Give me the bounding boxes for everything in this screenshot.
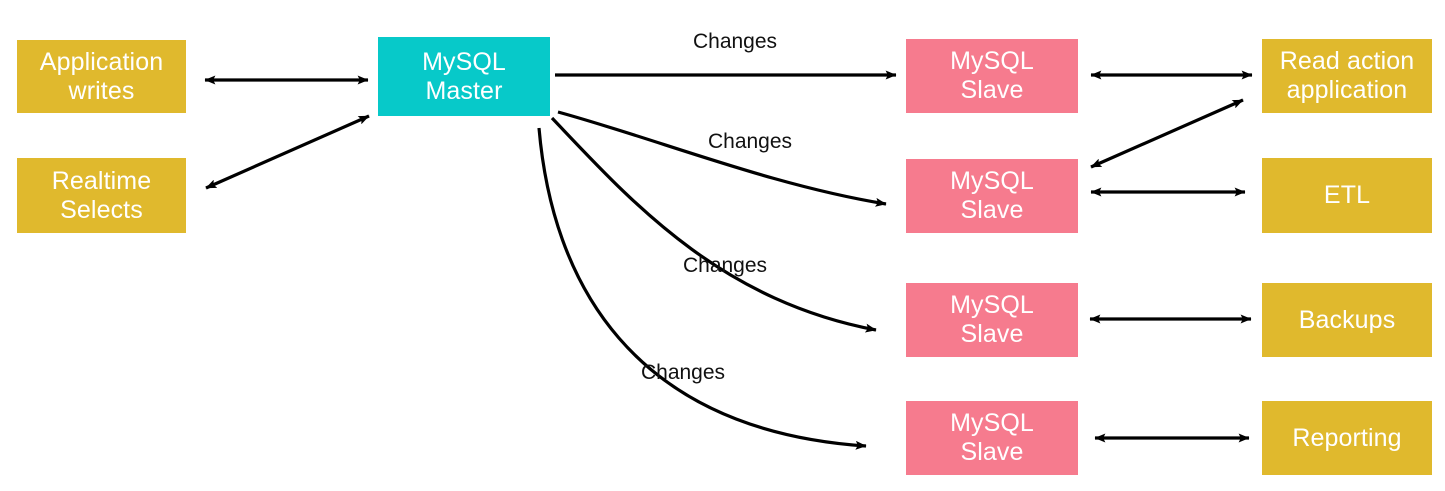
edge-slave-2-to-read-action xyxy=(1090,98,1244,169)
edge-label-changes-1: Changes xyxy=(692,30,778,53)
node-mysql-master[interactable]: MySQL Master xyxy=(378,37,550,116)
edge-master-to-slave-2 xyxy=(557,110,887,207)
edge-label-changes-4: Changes xyxy=(640,361,726,384)
node-application-writes[interactable]: Application writes xyxy=(17,40,186,113)
node-etl[interactable]: ETL xyxy=(1262,158,1432,233)
node-reporting[interactable]: Reporting xyxy=(1262,401,1432,475)
node-backups[interactable]: Backups xyxy=(1262,283,1432,357)
edge-master-to-slave-4 xyxy=(537,127,867,450)
node-mysql-slave-3[interactable]: MySQL Slave xyxy=(906,283,1078,357)
edge-label-changes-3: Changes xyxy=(682,254,768,277)
node-mysql-slave-2[interactable]: MySQL Slave xyxy=(906,159,1078,233)
edge-label-changes-2: Changes xyxy=(707,130,793,153)
node-mysql-slave-1[interactable]: MySQL Slave xyxy=(906,39,1078,113)
edge-realtime-selects-to-master xyxy=(205,114,370,190)
node-realtime-selects[interactable]: Realtime Selects xyxy=(17,158,186,233)
node-read-action-application[interactable]: Read action application xyxy=(1262,39,1432,113)
node-mysql-slave-4[interactable]: MySQL Slave xyxy=(906,401,1078,475)
